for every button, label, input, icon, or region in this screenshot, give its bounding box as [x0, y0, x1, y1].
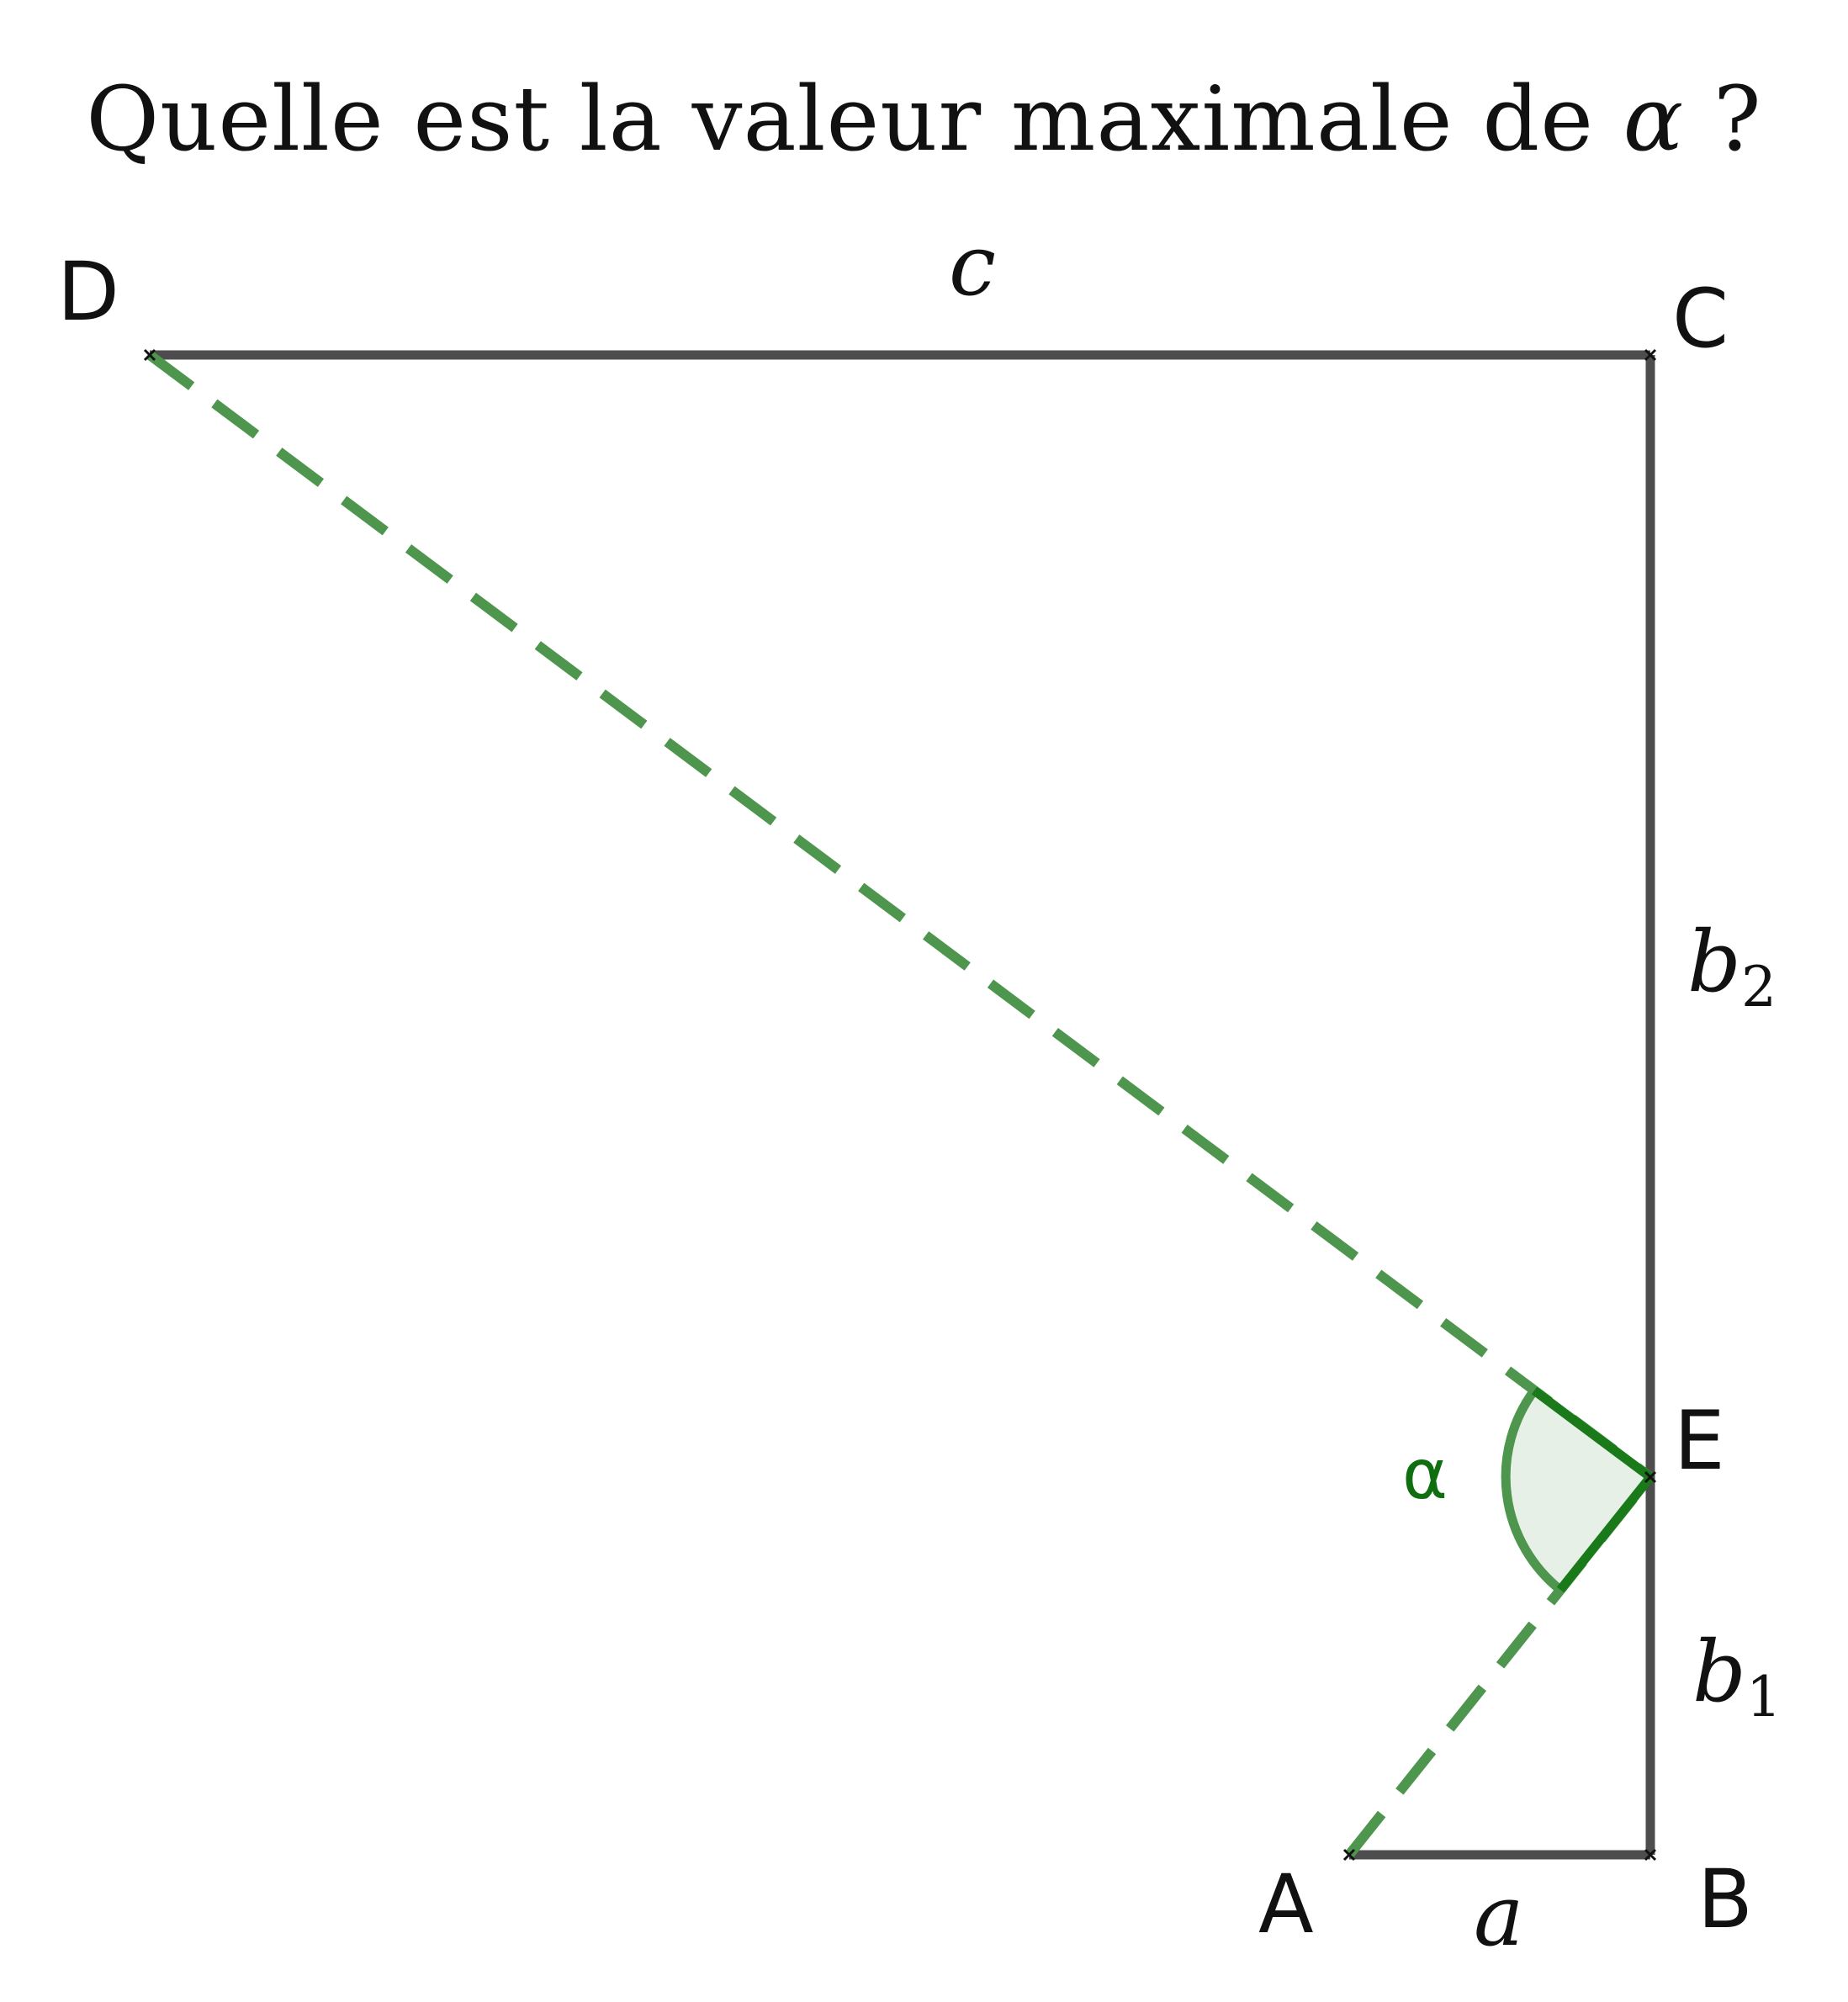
- point-e-marker: [1644, 1470, 1657, 1484]
- point-c-marker: [1644, 348, 1657, 362]
- length-b1-text: b: [1692, 1623, 1746, 1721]
- length-b2-text: b: [1687, 913, 1741, 1011]
- length-a-label: a: [1474, 1867, 1524, 1965]
- angle-alpha-ray-1: [1531, 1386, 1654, 1481]
- point-b-label: B: [1697, 1852, 1753, 1946]
- length-b2-subscript: 2: [1741, 955, 1777, 1020]
- angle-alpha-sector: [1506, 1390, 1650, 1590]
- point-b-marker: [1644, 1848, 1657, 1862]
- point-a-label: A: [1258, 1857, 1314, 1952]
- length-c-text: c: [949, 216, 996, 315]
- angle-alpha-ray-2: [1556, 1474, 1655, 1593]
- angle-alpha-label: α: [1402, 1435, 1448, 1515]
- question-title: Quelle est la valeur maximale de α ?: [0, 67, 1848, 171]
- question-mark: ?: [1684, 67, 1762, 171]
- length-a-text: a: [1474, 1867, 1524, 1965]
- length-b2-label: b2: [1687, 913, 1777, 1020]
- question-alpha-symbol: α: [1623, 67, 1685, 171]
- point-c-label: C: [1672, 272, 1729, 366]
- point-d-marker: [143, 348, 156, 362]
- question-text: Quelle est la valeur maximale de: [86, 67, 1594, 171]
- length-c-label: c: [949, 216, 996, 315]
- length-b1-label: b1: [1692, 1623, 1782, 1729]
- segment-de-dashed: [146, 351, 1654, 1481]
- point-a-marker: [1342, 1848, 1356, 1862]
- length-b1-subscript: 1: [1746, 1665, 1782, 1729]
- point-d-label: D: [57, 245, 119, 339]
- angle-alpha-arc: [1501, 1387, 1564, 1594]
- point-e-label: E: [1674, 1394, 1725, 1488]
- point-markers: [143, 348, 1657, 1862]
